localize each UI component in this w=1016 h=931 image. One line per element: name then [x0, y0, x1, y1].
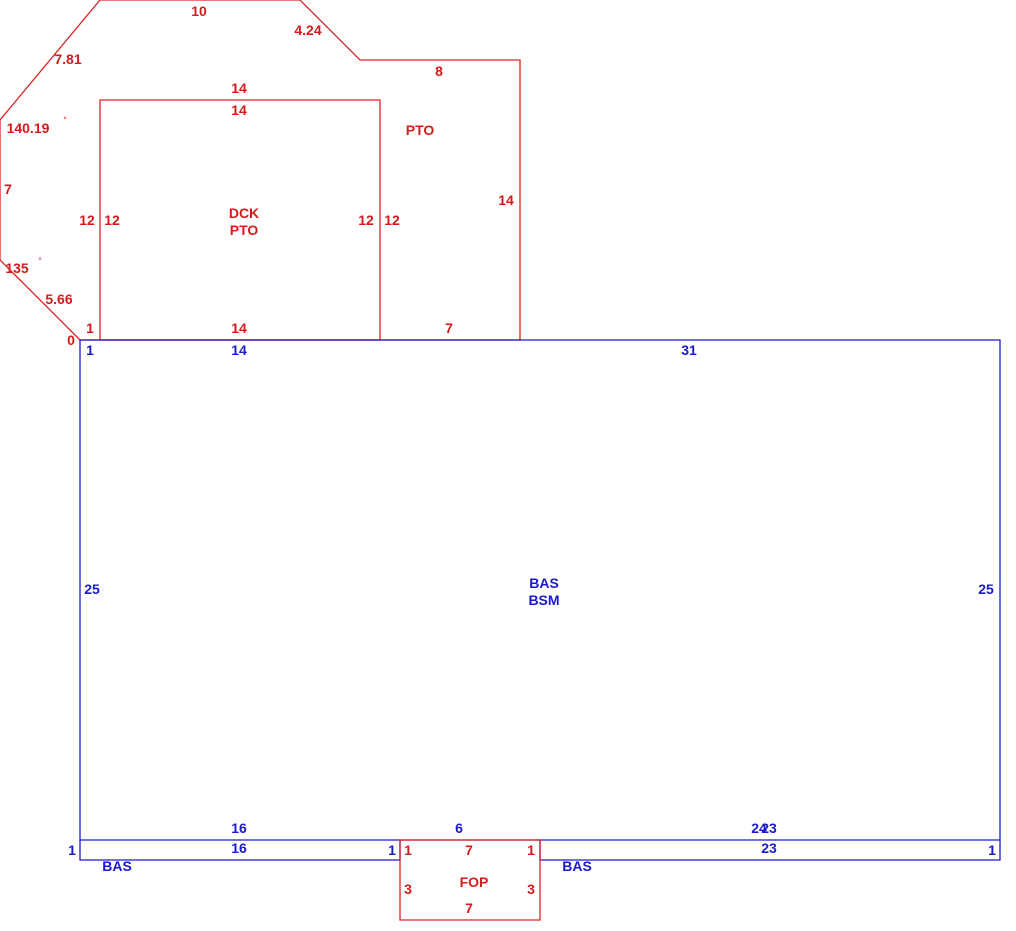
fop-dim-top: 7 — [465, 842, 473, 858]
bas-strip-right-dim-right: 1 — [988, 842, 996, 858]
pto-dim-left: 7 — [4, 181, 12, 197]
pto-angle-lower: 135 — [5, 260, 29, 276]
bas-dim-top-left: 14 — [231, 342, 247, 358]
pto-angle-lower-degree: ° — [38, 256, 42, 266]
bas-dim-top-left-small: 1 — [86, 342, 94, 358]
fop-dim-left-small: 1 — [404, 842, 412, 858]
deck-label-line1: DCK — [229, 205, 259, 221]
bas-dim-left: 25 — [84, 581, 100, 597]
bas-label-line1: BAS — [529, 575, 559, 591]
bas-dim-top-right: 31 — [681, 342, 697, 358]
deck-dim-top-inner: 14 — [231, 102, 247, 118]
deck-dim-left-inner: 12 — [104, 212, 120, 228]
pto-dim-corner: 0 — [67, 332, 75, 348]
pto-dim-right: 14 — [498, 192, 514, 208]
pto-angle-upper: 140.19 — [7, 120, 50, 136]
deck-dim-left-outer: 12 — [79, 212, 95, 228]
pto-dim-diag-right: 4.24 — [294, 22, 321, 38]
pto-dim-step: 8 — [435, 63, 443, 79]
bas-dim-bottom-mid: 6 — [455, 820, 463, 836]
fop-dim-right: 3 — [527, 881, 535, 897]
bas-dim-bottom-right-overlap: 24 — [751, 820, 767, 836]
bas-dim-bottom-left: 16 — [231, 820, 247, 836]
fop-outline — [399, 839, 541, 921]
pto-angle-upper-degree: ° — [63, 115, 67, 125]
bas-strip-left-label: BAS — [102, 858, 132, 874]
fop-dim-bottom: 7 — [465, 900, 473, 916]
pto-dim-small: 1 — [86, 320, 94, 336]
bas-label-line2: BSM — [528, 592, 559, 608]
pto-dim-diag-lower-left: 5.66 — [45, 291, 72, 307]
pto-dim-bottom: 7 — [445, 320, 453, 336]
bas-dim-right: 25 — [978, 581, 994, 597]
fop-label: FOP — [460, 874, 489, 890]
bas-dim-bottom-right: 23 — [761, 820, 777, 836]
fop-dim-right-small: 1 — [527, 842, 535, 858]
pto-dim-top: 10 — [191, 3, 207, 19]
bas-strip-left-dim-left: 1 — [68, 842, 76, 858]
bas-strip-right-label: BAS — [562, 858, 592, 874]
deck-dim-right-outer: 12 — [384, 212, 400, 228]
deck-label-line2: PTO — [230, 222, 259, 238]
bas-strip-left-dim-right: 1 — [388, 842, 396, 858]
fop-dim-left: 3 — [404, 881, 412, 897]
bas-strip-right-dim-top: 23 — [761, 840, 777, 856]
bas-strip-left-dim-top: 16 — [231, 840, 247, 856]
pto-label: PTO — [406, 122, 435, 138]
deck-dim-top-outer: 14 — [231, 80, 247, 96]
pto-dim-diag-upper-left: 7.81 — [54, 51, 81, 67]
deck-dim-right-inner: 12 — [358, 212, 374, 228]
deck-dim-bottom: 14 — [231, 320, 247, 336]
